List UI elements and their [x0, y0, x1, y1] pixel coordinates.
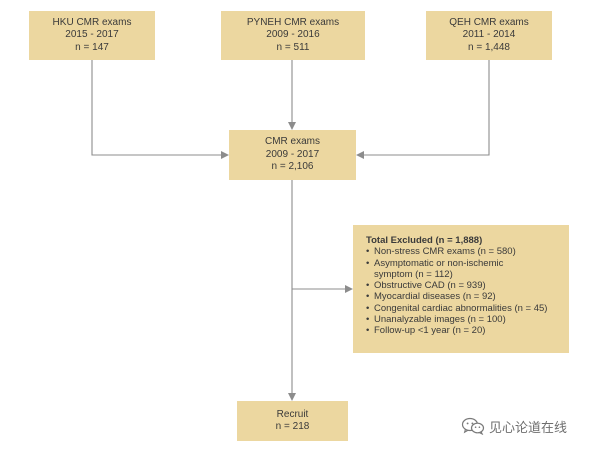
- excluded-item: •Asymptomatic or non-ischemic symptom (n…: [366, 257, 504, 280]
- bullet-glyph: •: [366, 257, 370, 269]
- excluded-item: •Non-stress CMR exams (n = 580): [366, 246, 516, 258]
- wechat-icon: [461, 417, 485, 435]
- bullet-glyph: •: [366, 314, 370, 326]
- connector-hku-to-cmr: [91, 60, 229, 159]
- hku-box-title: HKU CMR exams: [52, 16, 132, 28]
- qeh-box-count: n = 1,448: [468, 41, 510, 53]
- pyneh-box-count: n = 511: [276, 41, 310, 53]
- hku-box-years: 2015 - 2017: [65, 29, 119, 41]
- cmr-box-count: n = 2,106: [271, 161, 314, 173]
- excluded-list: •Non-stress CMR exams (n = 580) •Asympto…: [366, 246, 561, 336]
- bullet-glyph: •: [366, 246, 370, 258]
- total-excluded-box: Total Excluded (n = 1,888) •Non-stress C…: [353, 225, 569, 353]
- qeh-cmr-exams-box: QEH CMR exams 2011 - 2014 n = 1,448: [426, 11, 552, 60]
- excluded-title: Total Excluded (n = 1,888): [366, 235, 483, 246]
- pyneh-box-title: PYNEH CMR exams: [246, 16, 340, 28]
- excluded-item: •Obstructive CAD (n = 939): [366, 280, 486, 292]
- combined-cmr-exams-box: CMR exams 2009 - 2017 n = 2,106: [229, 130, 356, 180]
- bullet-glyph: •: [366, 325, 370, 337]
- excluded-item: •Congenital cardiac abnormalities (n = 4…: [366, 302, 548, 314]
- excluded-item: •Unanalyzable images (n = 100): [366, 314, 506, 326]
- connector-qeh-to-cmr: [356, 60, 490, 159]
- qeh-box-years: 2011 - 2014: [462, 29, 516, 41]
- hku-cmr-exams-box: HKU CMR exams 2015 - 2017 n = 147: [29, 11, 155, 60]
- qeh-box-title: QEH CMR exams: [449, 16, 529, 28]
- excluded-item: •Myocardial diseases (n = 92): [366, 291, 496, 303]
- hku-box-count: n = 147: [75, 41, 109, 53]
- pyneh-cmr-exams-box: PYNEH CMR exams 2009 - 2016 n = 511: [221, 11, 365, 60]
- cmr-box-years: 2009 - 2017: [265, 148, 320, 160]
- recruit-box-count: n = 218: [275, 421, 310, 432]
- bullet-glyph: •: [366, 291, 370, 303]
- pyneh-box-years: 2009 - 2016: [266, 29, 320, 41]
- cmr-box-title: CMR exams: [264, 136, 320, 148]
- recruit-box: Recruit n = 218: [237, 401, 348, 441]
- excluded-item: •Follow-up <1 year (n = 20): [366, 325, 486, 337]
- watermark-text: 见心论道在线: [489, 419, 568, 435]
- bullet-glyph: •: [366, 302, 370, 314]
- bullet-glyph: •: [366, 280, 370, 292]
- watermark: 见心论道在线: [461, 416, 567, 436]
- recruit-box-title: Recruit: [276, 408, 309, 420]
